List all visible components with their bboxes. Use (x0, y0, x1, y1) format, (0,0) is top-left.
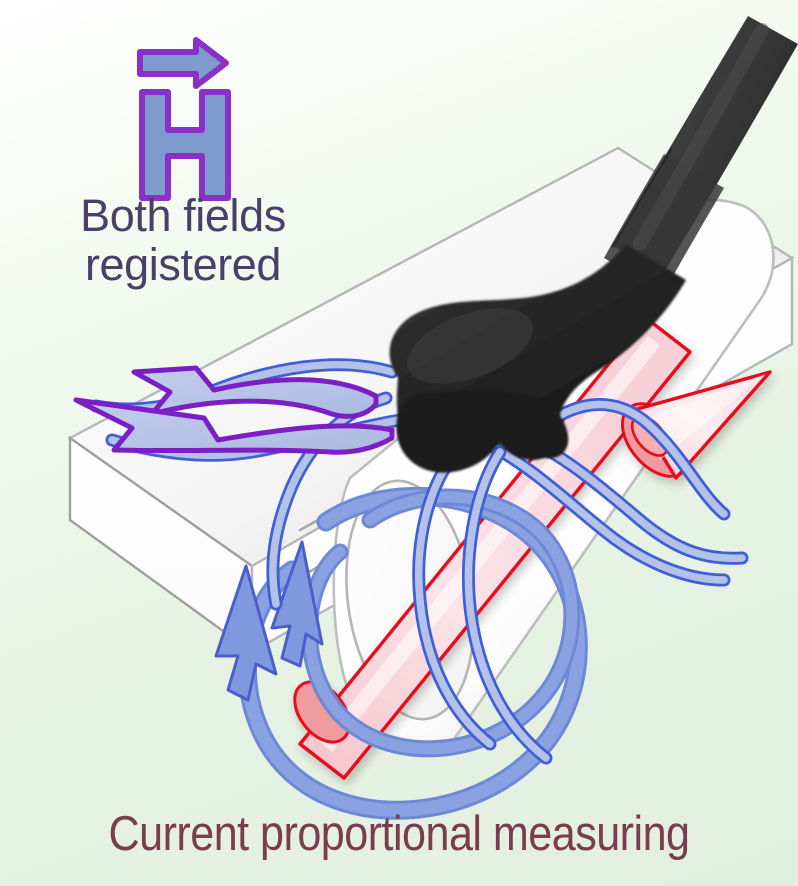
probe-head-lobe (396, 390, 569, 473)
field-line-e (462, 445, 553, 765)
bottom-caption: Current proportional measuring (108, 807, 690, 861)
probe-head-highlight (407, 308, 533, 384)
h-field-arrow-lower (73, 397, 395, 455)
field-loop-inner-arrowhead (270, 540, 324, 668)
current-arrow-cone-highlight (640, 374, 766, 460)
h-caption-line-1: Both fields (80, 190, 286, 241)
field-line-b (485, 439, 731, 587)
sensor-probe (389, 16, 798, 473)
current-arrow-highlight (320, 336, 660, 752)
field-loop-outer-arrowhead (214, 564, 278, 702)
field-line-d (412, 439, 497, 751)
field-loop-inner (270, 488, 581, 758)
h-field-caption: Both fields registered (38, 190, 328, 290)
h-vector-symbol (137, 37, 231, 201)
h-vector-arrow-icon (137, 37, 229, 89)
field-line-c (539, 398, 731, 521)
magnetic-field-arrows (73, 365, 395, 455)
probe-joint-line-a (611, 147, 673, 249)
h-letter-glyph (139, 89, 231, 201)
probe-cable-highlight (633, 23, 769, 251)
h-caption-line-2: registered (84, 238, 282, 290)
h-field-arrow-upper (131, 365, 379, 419)
